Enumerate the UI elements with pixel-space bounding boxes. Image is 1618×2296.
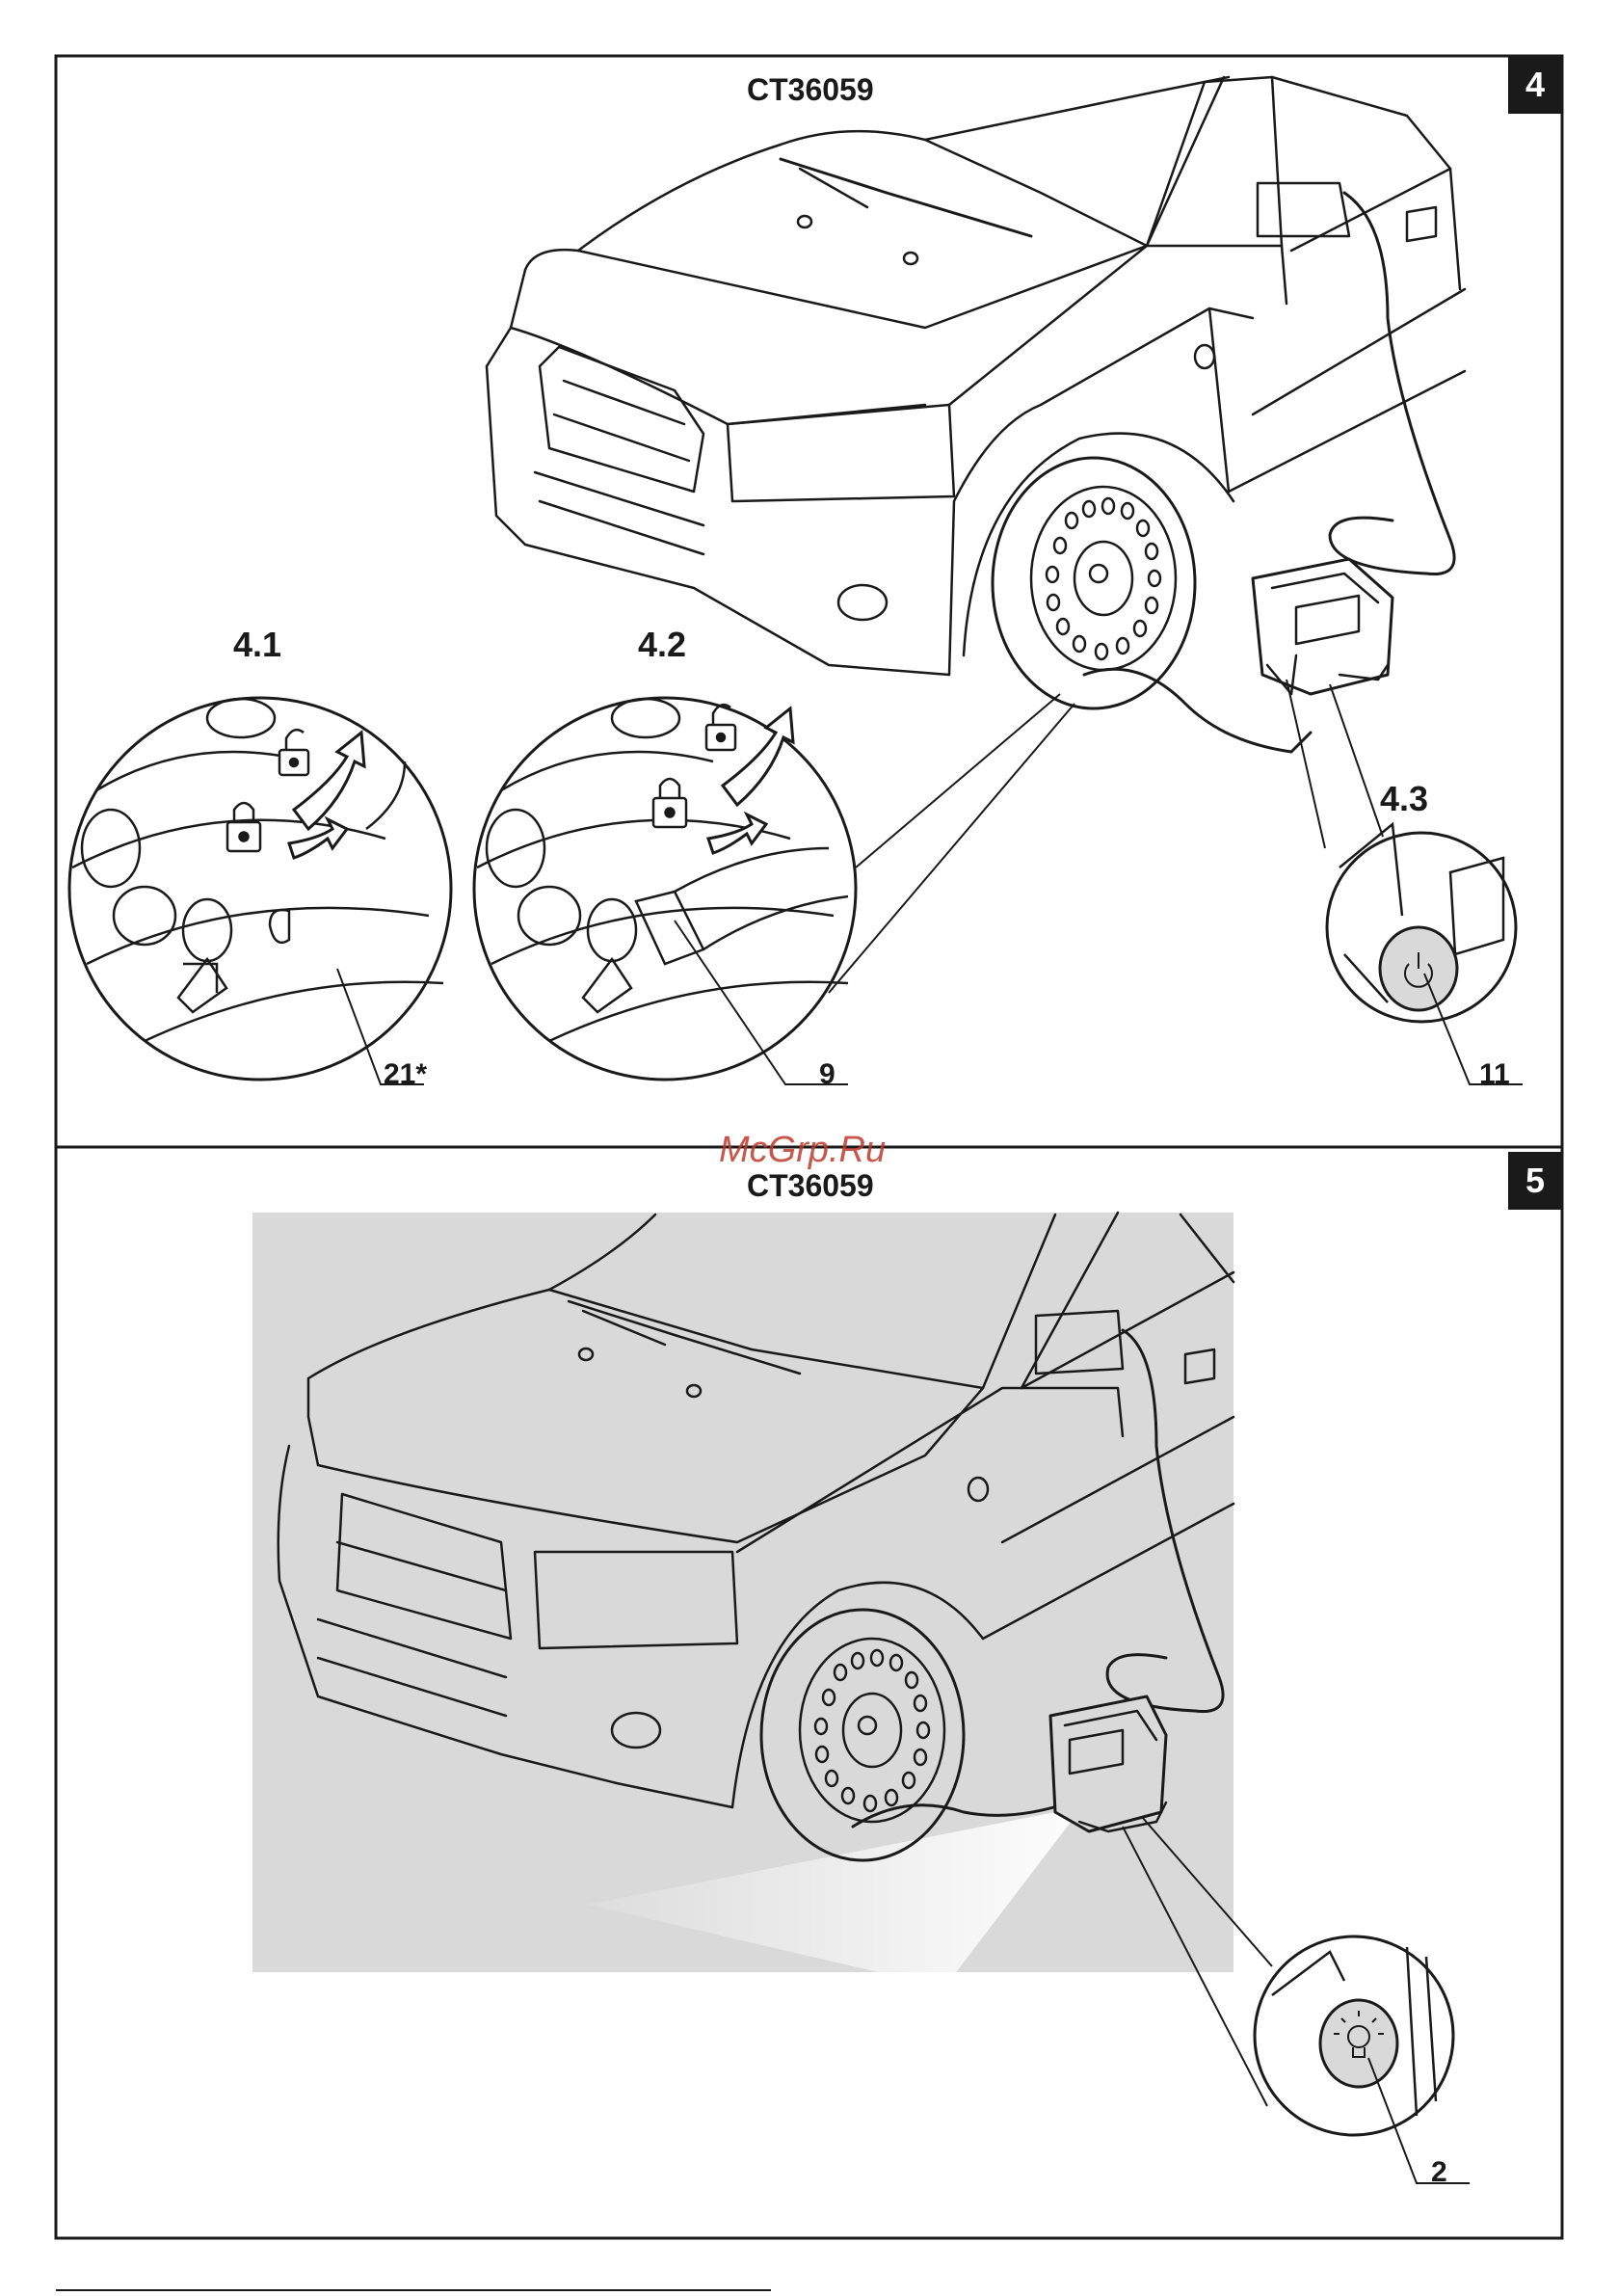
panel-5-drawing-code: CT36059 — [747, 1168, 874, 1204]
panel-4-leader-lines — [337, 680, 1523, 1084]
panel-5-number-badge: 5 — [1508, 1152, 1562, 1210]
callout-11: 11 — [1479, 1058, 1510, 1091]
panel-5-shaded-background — [252, 1213, 1233, 1972]
callout-2: 2 — [1431, 2156, 1447, 2189]
panel-4-number-badge: 4 — [1508, 56, 1562, 114]
lock-closed-icon — [653, 779, 686, 827]
panel-4-drawing-code: CT36059 — [747, 72, 874, 108]
panel-4-frame — [56, 56, 1562, 1147]
detail-4-3-label: 4.3 — [1380, 779, 1428, 819]
lock-open-icon — [279, 730, 308, 775]
detail-4-1-valve-cap — [69, 698, 451, 1080]
callout-21: 21* — [384, 1058, 427, 1091]
lock-open-icon — [706, 705, 735, 750]
lock-closed-icon — [227, 803, 260, 851]
detail-4-2-valve-connector — [474, 698, 856, 1080]
detail-4-1-label: 4.1 — [233, 625, 281, 665]
callout-9: 9 — [819, 1058, 836, 1091]
detail-4-3-power-button — [1327, 824, 1516, 1022]
watermark: McGrp.Ru — [719, 1130, 886, 1171]
detail-5-light-button — [1255, 1936, 1453, 2135]
detail-4-2-label: 4.2 — [638, 625, 686, 665]
vehicle-illustration-panel-4 — [487, 77, 1465, 752]
